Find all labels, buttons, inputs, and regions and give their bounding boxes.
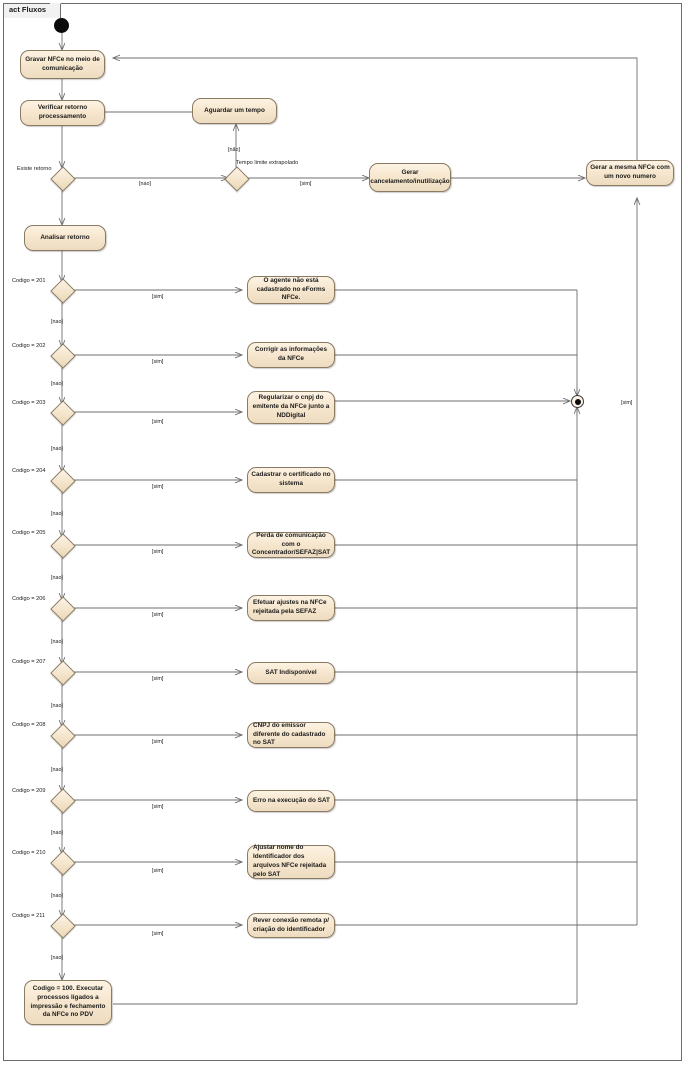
action-codigo-206[interactable]: Efetuar ajustes na NFCe rejeitada pela S… xyxy=(247,595,335,621)
guard-210-nao: [nao] xyxy=(51,893,63,899)
label-codigo-202: Codigo = 202 xyxy=(12,343,46,349)
action-analisar-retorno[interactable]: Analisar retorno xyxy=(24,225,106,251)
label-codigo-205: Codigo = 205 xyxy=(12,530,46,536)
action-gravar-nfce[interactable]: Gravar NFCe no meio de comunicação xyxy=(20,50,105,79)
action-codigo-209[interactable]: Erro na execução do SAT xyxy=(247,790,335,812)
guard-205-sim: [sim] xyxy=(152,549,164,555)
action-codigo-203[interactable]: Regularizar o cnpj do emitente da NFCe j… xyxy=(247,391,335,424)
guard-205-nao: [nao] xyxy=(51,575,63,581)
label-codigo-207: Codigo = 207 xyxy=(12,659,46,665)
action-gerar-cancelamento[interactable]: Gerar cancelamento/inutilização xyxy=(369,163,451,192)
guard-tempo-limite-sim: [sim] xyxy=(300,181,312,187)
label-codigo-204: Codigo = 204 xyxy=(12,468,46,474)
guard-209-nao: [nao] xyxy=(51,830,63,836)
action-codigo-100-final[interactable]: Codigo = 100. Executar processos ligados… xyxy=(24,980,112,1025)
guard-204-nao: [nao] xyxy=(51,511,63,517)
guard-211-nao: [nao] xyxy=(51,955,63,961)
label-codigo-203: Codigo = 203 xyxy=(12,400,46,406)
action-aguardar-tempo[interactable]: Aguardar um tempo xyxy=(192,98,277,124)
action-gerar-mesma-nfce[interactable]: Gerar a mesma NFCe com um novo numero xyxy=(586,160,674,186)
label-codigo-209: Codigo = 209 xyxy=(12,788,46,794)
label-tempo-limite: Tempo limite extrapolado xyxy=(236,160,299,166)
guard-201-sim: [sim] xyxy=(152,294,164,300)
guard-208-nao: [nao] xyxy=(51,767,63,773)
action-codigo-211[interactable]: Rever conexão remota p/ criação do ident… xyxy=(247,913,335,938)
uml-frame xyxy=(3,3,682,1061)
action-verificar-retorno[interactable]: Verificar retorno processamento xyxy=(20,100,105,126)
label-codigo-206: Codigo = 206 xyxy=(12,596,46,602)
action-codigo-205[interactable]: Perda de comunicação com o Concentrador/… xyxy=(247,532,335,558)
label-codigo-201: Codigo = 201 xyxy=(12,278,46,284)
action-codigo-210[interactable]: Ajustar nome do Identificador dos arquiv… xyxy=(247,844,335,879)
guard-202-sim: [sim] xyxy=(152,359,164,365)
guard-retry-sim: [sim] xyxy=(621,400,633,406)
guard-tempo-limite-nao: [não] xyxy=(228,147,240,153)
guard-207-nao: [nao] xyxy=(51,703,63,709)
guard-203-nao: [nao] xyxy=(51,446,63,452)
guard-208-sim: [sim] xyxy=(152,739,164,745)
activity-final-node-dot xyxy=(574,398,581,405)
frame-title-label: act Fluxos xyxy=(9,5,47,14)
guard-211-sim: [sim] xyxy=(152,931,164,937)
guard-204-sim: [sim] xyxy=(152,484,164,490)
guard-existe-retorno-nao: [nao] xyxy=(139,181,151,187)
action-codigo-201[interactable]: O agente não está cadastrado no eForms N… xyxy=(247,276,335,304)
guard-207-sim: [sim] xyxy=(152,676,164,682)
guard-206-sim: [sim] xyxy=(152,612,164,618)
action-codigo-202[interactable]: Corrigir as informações da NFCe xyxy=(247,342,335,368)
action-codigo-208[interactable]: CNPJ do emissor diferente do cadastrado … xyxy=(247,722,335,748)
guard-209-sim: [sim] xyxy=(152,804,164,810)
action-codigo-204[interactable]: Cadastrar o certificado no sistema xyxy=(247,467,335,493)
frame-title-tab: act Fluxos xyxy=(3,3,62,19)
label-codigo-208: Codigo = 208 xyxy=(12,722,46,728)
initial-node xyxy=(54,18,69,33)
label-existe-retorno: Existe retorno xyxy=(17,166,52,172)
guard-202-nao: [nao] xyxy=(51,381,63,387)
label-codigo-211: Codigo = 211 xyxy=(12,913,46,919)
label-codigo-210: Codigo = 210 xyxy=(12,850,46,856)
guard-210-sim: [sim] xyxy=(152,868,164,874)
guard-201-nao: [nao] xyxy=(51,319,63,325)
guard-203-sim: [sim] xyxy=(152,419,164,425)
action-codigo-207[interactable]: SAT Indisponível xyxy=(247,662,335,684)
guard-206-nao: [nao] xyxy=(51,639,63,645)
